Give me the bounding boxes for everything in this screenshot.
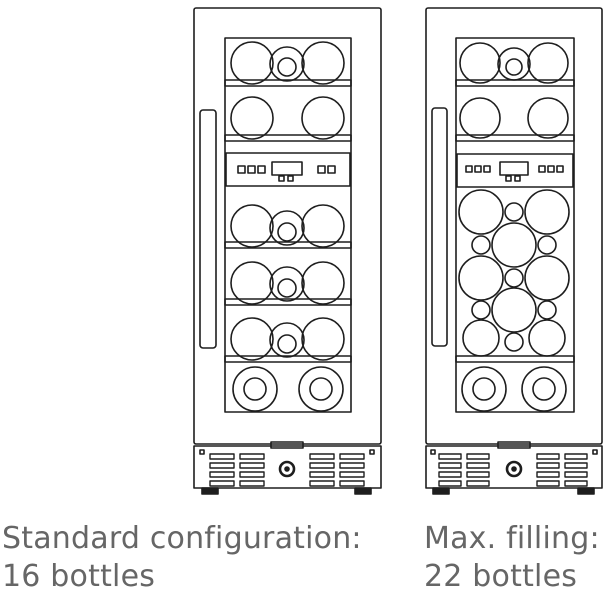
standard-configuration-label: Standard configuration:: [2, 521, 362, 556]
max-wine-cooler-icon: [425, 7, 603, 495]
max-filling-caption: Max. filling: 22 bottles: [424, 520, 600, 596]
standard-wine-cooler-icon: [193, 7, 382, 495]
standard-configuration-caption: Standard configuration: 16 bottles: [2, 520, 362, 596]
standard-bottle-count: 16 bottles: [2, 559, 156, 594]
max-filling-label: Max. filling:: [424, 521, 600, 556]
max-bottle-count: 22 bottles: [424, 559, 578, 594]
